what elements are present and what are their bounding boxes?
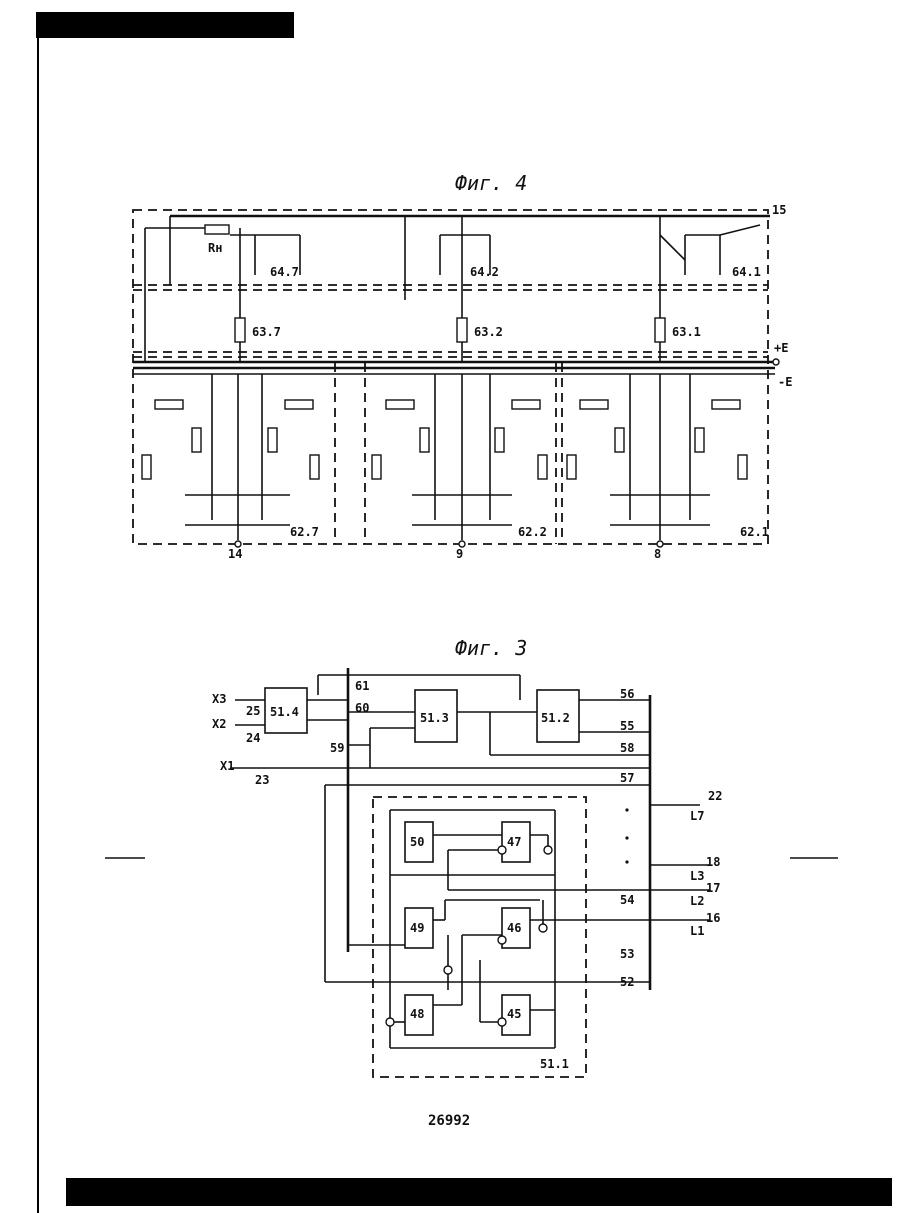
fig4-terminal-plus: +E <box>774 341 788 355</box>
driver-64-7-label: 64.7 <box>270 265 299 279</box>
amp-62-7-res-d <box>268 428 277 452</box>
block-51-4-label: 51.4 <box>270 705 299 719</box>
res-63-1-label: 63.1 <box>672 325 701 339</box>
load-resistor-label: Rн <box>208 241 222 255</box>
amp-62-7-label: 62.7 <box>290 525 319 539</box>
res-63-2 <box>457 318 467 342</box>
res-63-1 <box>655 318 665 342</box>
input-x3-signal: X3 <box>212 692 226 706</box>
fig4-diagram: 15 +E -E 64.1 64.2 <box>133 171 792 561</box>
gate-47-inv-a <box>498 846 506 854</box>
amp-62-1-res-a <box>580 400 608 409</box>
output-l7-signal: L7 <box>690 809 704 823</box>
amp-62-2-res-d <box>495 428 504 452</box>
fig4-terminal-node <box>773 359 779 365</box>
amp-62-2-res-e <box>372 455 381 479</box>
driver-64-1-label: 64.1 <box>732 265 761 279</box>
amp-62-7-res-a <box>155 400 183 409</box>
block-51-1-label: 51.1 <box>540 1057 569 1071</box>
amp-62-1-out-label: 8 <box>654 547 661 561</box>
block-51-2-label: 51.2 <box>541 711 570 725</box>
amp-62-2-label: 62.2 <box>518 525 547 539</box>
gate-45-label: 45 <box>507 1007 521 1021</box>
amp-62-2-res-c <box>420 428 429 452</box>
output-l1-pin: 16 <box>706 911 720 925</box>
ellipsis-dot-2 <box>625 836 628 839</box>
load-resistor-rn <box>205 225 229 234</box>
output-l3-pin: 18 <box>706 855 720 869</box>
gate-46-inv-a <box>498 936 506 944</box>
amp-62-1-res-e <box>567 455 576 479</box>
amp-62-2-res-f <box>538 455 547 479</box>
block-51-3-label: 51.3 <box>420 711 449 725</box>
driver-64-2-label: 64.2 <box>470 265 499 279</box>
gate-45-inv <box>498 1018 506 1026</box>
fig4-terminal-minus: -E <box>778 375 792 389</box>
scan-bar-top <box>36 12 294 38</box>
bus-label-59: 59 <box>330 741 344 755</box>
ellipsis-dot-1 <box>625 808 628 811</box>
gate-46-inv-b <box>539 924 547 932</box>
fig3-diagram: 51.4 51.3 51.2 61 60 59 56 55 58 57 54 5… <box>212 636 722 1077</box>
amp-62-7-res-b <box>285 400 313 409</box>
amp-62-1-res-b <box>712 400 740 409</box>
page-number: 26992 <box>428 1113 470 1129</box>
fig3-gate-node-a <box>444 966 452 974</box>
gate-46-label: 46 <box>507 921 521 935</box>
gate-48-inv <box>386 1018 394 1026</box>
input-x2-pin: 24 <box>246 731 260 745</box>
amp-62-1-res-f <box>738 455 747 479</box>
amp-62-1-res-d <box>695 428 704 452</box>
output-l7-pin: 22 <box>708 789 722 803</box>
driver-64-1-wire-f <box>720 225 760 235</box>
output-l2-pin: 17 <box>706 881 720 895</box>
bus-label-58: 58 <box>620 741 634 755</box>
output-l3-signal: L3 <box>690 869 704 883</box>
fig4-amp-row: 62.1 8 62.2 9 <box>142 374 769 561</box>
amp-62-1-label: 62.1 <box>740 525 769 539</box>
bus-label-61: 61 <box>355 679 369 693</box>
input-x1-signal: X1 <box>220 759 234 773</box>
bus-label-54: 54 <box>620 893 634 907</box>
output-l1-signal: L1 <box>690 924 704 938</box>
res-63-7-label: 63.7 <box>252 325 281 339</box>
res-63-7 <box>235 318 245 342</box>
bus-label-53: 53 <box>620 947 634 961</box>
output-l2-signal: L2 <box>690 894 704 908</box>
amp-62-2-out-label: 9 <box>456 547 463 561</box>
amp-62-7-res-f <box>310 455 319 479</box>
bus-label-56: 56 <box>620 687 634 701</box>
fig4-terminal-top: 15 <box>772 203 786 217</box>
amp-62-2-res-a <box>386 400 414 409</box>
amp-62-2-res-b <box>512 400 540 409</box>
amp-62-7-res-e <box>142 455 151 479</box>
ellipsis-dot-3 <box>625 860 628 863</box>
fig4-frame <box>133 210 768 544</box>
bus-label-57: 57 <box>620 771 634 785</box>
fig4-caption: Фиг. 4 <box>455 171 527 195</box>
input-x1-pin: 23 <box>255 773 269 787</box>
gate-50-label: 50 <box>410 835 424 849</box>
input-x3-pin: 25 <box>246 704 260 718</box>
amp-62-1-res-c <box>615 428 624 452</box>
gate-48-label: 48 <box>410 1007 424 1021</box>
gate-49-label: 49 <box>410 921 424 935</box>
gate-47-inv-b <box>544 846 552 854</box>
scan-bar-bottom <box>66 1178 892 1206</box>
amp-62-7-out-label: 14 <box>228 547 242 561</box>
driver-64-1-wire-e <box>660 235 685 260</box>
amp-62-7-res-c <box>192 428 201 452</box>
res-63-2-label: 63.2 <box>474 325 503 339</box>
bus-label-55: 55 <box>620 719 634 733</box>
fig3-caption: Фиг. 3 <box>455 636 527 660</box>
fig4-driver-row: 64.1 64.2 Rн 64.7 <box>170 216 761 300</box>
bus-label-60: 60 <box>355 701 369 715</box>
input-x2-signal: X2 <box>212 717 226 731</box>
gate-47-label: 47 <box>507 835 521 849</box>
